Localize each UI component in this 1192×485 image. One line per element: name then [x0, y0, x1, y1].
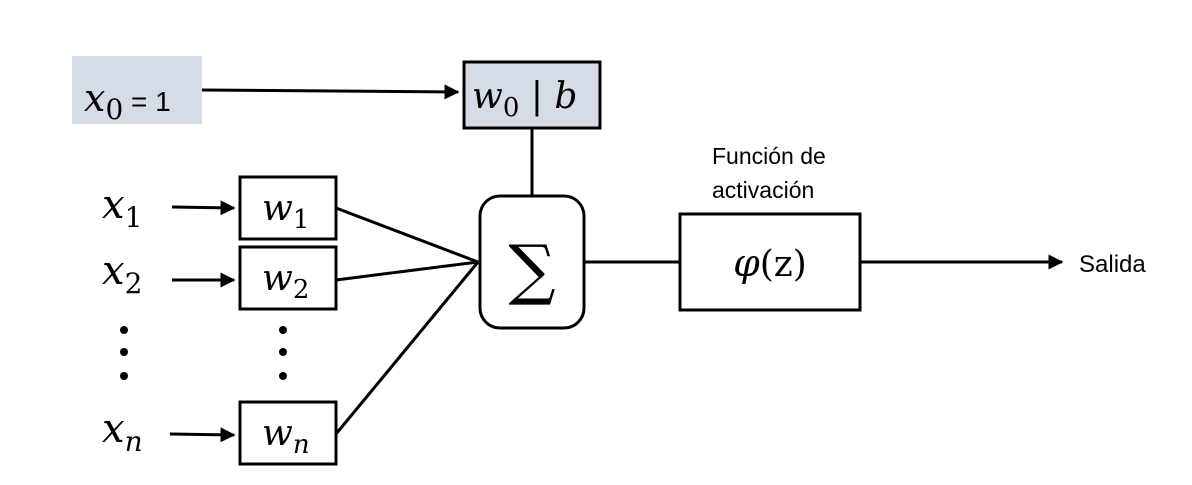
input-x2: x2 [102, 248, 142, 300]
weight-w1-box [238, 175, 338, 241]
input-x1: x1 [102, 182, 142, 234]
output-label: Salida [1079, 251, 1146, 278]
weight-wn-box [238, 400, 338, 466]
sigma-symbol: ∑ [508, 231, 555, 308]
input-xn: xn [102, 406, 143, 458]
weight-ellipsis [279, 326, 287, 380]
bias-input-box [72, 56, 202, 124]
input-xn-arrow [169, 427, 236, 443]
bias-arrow [201, 84, 460, 100]
weight-wn-label: wn [262, 413, 310, 460]
bias-input-label: x0 = 1 [84, 76, 171, 126]
wn-to-sum-line [334, 261, 480, 435]
input-x2-label: x2 [102, 248, 142, 300]
activation-label-line2: activación [712, 177, 814, 203]
summation-node: ∑ [478, 194, 586, 330]
weight-w1-label: w1 [262, 188, 309, 235]
activation-label-line1: Función de [712, 143, 826, 169]
input-ellipsis [120, 326, 128, 380]
ellipsis-dot [279, 348, 287, 356]
activation-formula: φ(z) [733, 241, 807, 285]
bias-input: x0 = 1 [72, 56, 202, 126]
ellipsis-dot [120, 348, 128, 356]
input-x1-label: x1 [102, 182, 142, 234]
ellipsis-dot [279, 326, 287, 334]
activation-function: φ(z) [678, 212, 862, 312]
weight-wn: wn [238, 400, 338, 466]
bias-weight-label: w0 | b [472, 76, 577, 123]
weight-w1: w1 [238, 175, 338, 241]
w2-to-sum-line [335, 260, 479, 282]
ellipsis-dot [120, 372, 128, 380]
weight-w2-label: w2 [262, 258, 309, 305]
bias-weight: w0 | b [462, 60, 602, 130]
ellipsis-dot [279, 372, 287, 380]
ellipsis-dot [120, 326, 128, 334]
activation-box [678, 212, 862, 312]
weight-w2: w2 [238, 245, 338, 311]
input-x1-arrow [171, 200, 236, 216]
weight-w2-box [238, 245, 338, 311]
w1-to-sum-line [335, 206, 479, 264]
input-xn-label: xn [102, 406, 143, 458]
